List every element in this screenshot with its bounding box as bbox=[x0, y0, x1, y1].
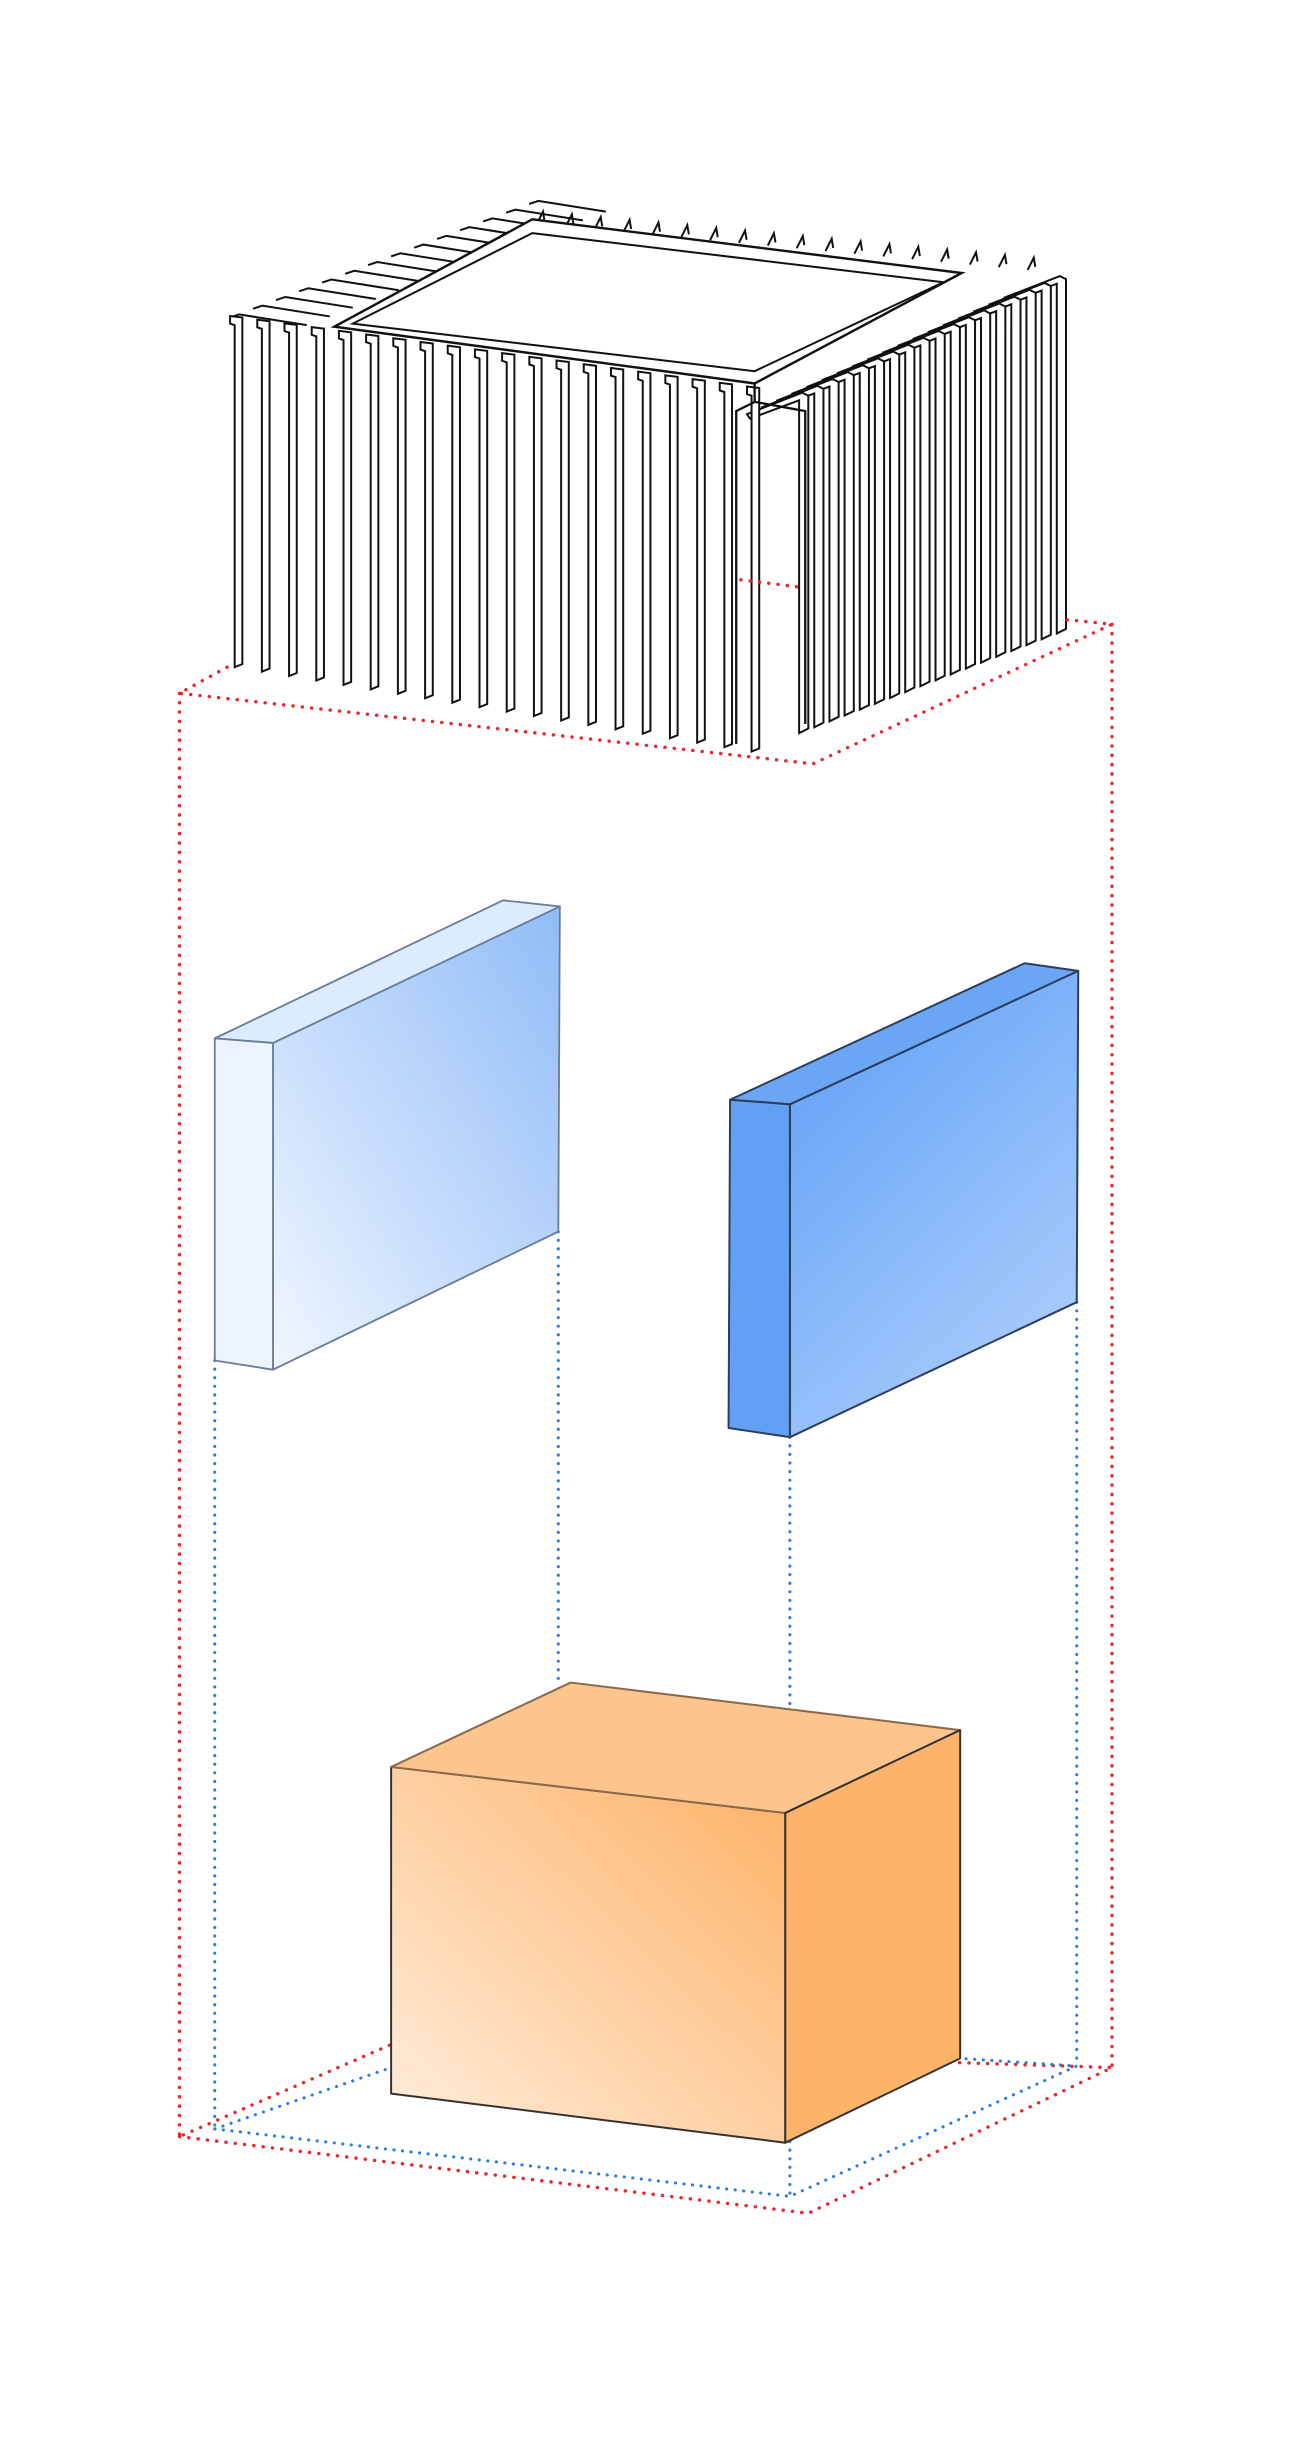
heatsink-fin-front bbox=[555, 359, 570, 722]
heatsink-fin-back-left bbox=[275, 295, 353, 309]
heatsink-fin-back-right bbox=[680, 222, 690, 238]
heatsink-fin-front bbox=[691, 377, 706, 745]
heatsink-fin-front bbox=[419, 340, 434, 700]
heatsink-fin-front bbox=[473, 348, 489, 709]
heatsink-fin-back-left bbox=[505, 208, 584, 222]
heatsink-fin-back-right bbox=[853, 238, 864, 255]
plate-left bbox=[213, 899, 561, 1371]
heatsink-fin-back-right bbox=[882, 240, 892, 257]
heatsink-fin-back-right bbox=[997, 251, 1008, 268]
heatsink-fin-back-left bbox=[344, 269, 422, 283]
heatsink-fin-back-right bbox=[795, 232, 806, 249]
heatsink-fin-front bbox=[310, 325, 325, 682]
heatsink-fin-back-right bbox=[709, 224, 719, 241]
heatsink-fin-back-left bbox=[298, 287, 376, 300]
heatsink-fin-back-right bbox=[1026, 254, 1037, 271]
heatsink-fin-back-right bbox=[969, 249, 979, 265]
heatsink-fin-back-left bbox=[390, 252, 468, 266]
heatsink-fin-front bbox=[337, 329, 353, 687]
heatsink-fin-front bbox=[637, 370, 652, 736]
heatsink-fin-back-right bbox=[738, 227, 748, 244]
heatsink-fin-front bbox=[229, 314, 244, 669]
plate-right bbox=[727, 962, 1080, 1439]
heatsink-fin-front bbox=[446, 344, 461, 705]
heatsink-fin-front bbox=[256, 318, 271, 674]
heatsink-fin-back-right bbox=[593, 213, 604, 230]
heatsink bbox=[229, 199, 1067, 754]
heatsink-fin-back-left bbox=[413, 243, 491, 257]
heatsink-fin-back-left bbox=[528, 199, 607, 213]
heatsink-fin-back-right bbox=[911, 243, 921, 260]
heatsink-fin-front bbox=[365, 333, 380, 691]
heatsink-fin-front bbox=[718, 381, 734, 749]
heatsink-fin-back-right bbox=[824, 235, 835, 252]
heatsink-fin-back-left bbox=[321, 278, 399, 292]
heatsink-fin-front bbox=[609, 366, 625, 731]
outer-bounds-dotted bbox=[173, 578, 1119, 2215]
heatsink-fin-front bbox=[283, 322, 298, 678]
block bbox=[390, 1681, 962, 2144]
heatsink-opening-edge bbox=[754, 400, 807, 724]
heatsink-fin-back-right bbox=[651, 219, 661, 236]
heatsink-opening-edge bbox=[735, 383, 756, 744]
heatsink-fin-front bbox=[745, 385, 761, 754]
heatsink-fin-back-right bbox=[940, 246, 950, 263]
heatsink-fin-back-left bbox=[367, 261, 445, 274]
heatsink-fin-right bbox=[760, 384, 825, 729]
heatsink-fin-front bbox=[501, 351, 516, 714]
heatsink-top-plate bbox=[349, 232, 947, 373]
heatsink-fin-back-right bbox=[766, 230, 777, 247]
heatsink-fin-back-left bbox=[252, 304, 330, 318]
heatsink-fin-front bbox=[528, 355, 543, 718]
heatsink-fin-back-right bbox=[622, 216, 633, 233]
heatsink-fin-front bbox=[582, 363, 597, 727]
heatsink-fin-front bbox=[664, 374, 679, 740]
heatsink-fin-front bbox=[392, 337, 407, 696]
